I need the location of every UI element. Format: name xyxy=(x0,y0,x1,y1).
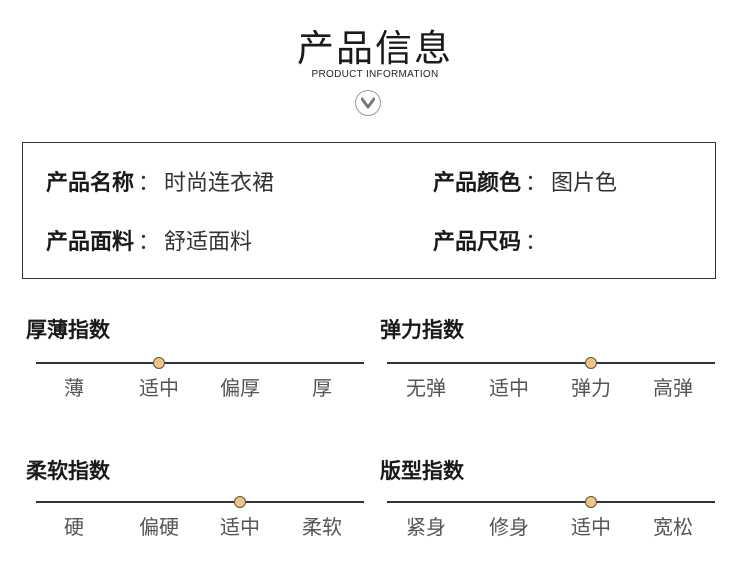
info-value: 图片色 xyxy=(551,171,618,196)
page-title: 产品信息 xyxy=(297,27,453,70)
info-colon: ： xyxy=(525,171,548,196)
index-scale-track xyxy=(36,362,364,364)
index-scale-label: 适中 xyxy=(571,515,611,539)
info-label: 产品颜色 xyxy=(433,171,522,196)
info-label: 产品名称 xyxy=(46,171,135,196)
index-title: 弹力指数 xyxy=(380,318,464,342)
index-title: 版型指数 xyxy=(380,459,464,483)
info-row-name: 产品名称：时尚连衣裙 xyxy=(46,165,274,197)
index-scale-label: 偏硬 xyxy=(139,515,179,539)
index-title: 厚薄指数 xyxy=(26,318,110,342)
info-colon: ： xyxy=(138,171,161,196)
index-scale-label: 适中 xyxy=(220,515,260,539)
index-scale-track xyxy=(387,362,715,364)
index-scale-label: 厚 xyxy=(312,376,332,400)
index-scale-label: 薄 xyxy=(64,376,84,400)
index-scale-track xyxy=(36,501,364,503)
index-scale-label: 硬 xyxy=(64,515,84,539)
index-scale-label: 柔软 xyxy=(302,515,342,539)
index-scale-label: 适中 xyxy=(139,376,179,400)
index-marker-dot xyxy=(585,357,597,369)
index-scale-label: 高弹 xyxy=(653,376,693,400)
index-marker-dot xyxy=(585,496,597,508)
index-scale-label: 宽松 xyxy=(653,515,693,539)
product-info-box: 产品名称：时尚连衣裙 产品颜色：图片色 产品面料：舒适面料 产品尺码： xyxy=(22,142,716,279)
info-label: 产品面料 xyxy=(46,230,135,255)
index-scale-label: 紧身 xyxy=(406,515,446,539)
index-title: 柔软指数 xyxy=(26,459,110,483)
info-row-color: 产品颜色：图片色 xyxy=(433,165,617,197)
index-scale-label: 弹力 xyxy=(571,376,611,400)
info-colon: ： xyxy=(525,230,548,255)
info-label: 产品尺码 xyxy=(433,230,522,255)
info-colon: ： xyxy=(138,230,161,255)
info-row-size: 产品尺码： xyxy=(433,224,551,256)
index-scale-track xyxy=(387,501,715,503)
info-value: 时尚连衣裙 xyxy=(164,171,275,196)
index-scale-label: 适中 xyxy=(489,376,529,400)
index-scale-label: 无弹 xyxy=(406,376,446,400)
index-marker-dot xyxy=(153,357,165,369)
chevron-down-icon xyxy=(355,90,381,116)
info-value: 舒适面料 xyxy=(164,230,253,255)
index-scale-label: 修身 xyxy=(489,515,529,539)
index-scale-label: 偏厚 xyxy=(220,376,260,400)
page-subtitle: PRODUCT INFORMATION xyxy=(311,69,439,80)
index-marker-dot xyxy=(234,496,246,508)
info-row-material: 产品面料：舒适面料 xyxy=(46,224,252,256)
